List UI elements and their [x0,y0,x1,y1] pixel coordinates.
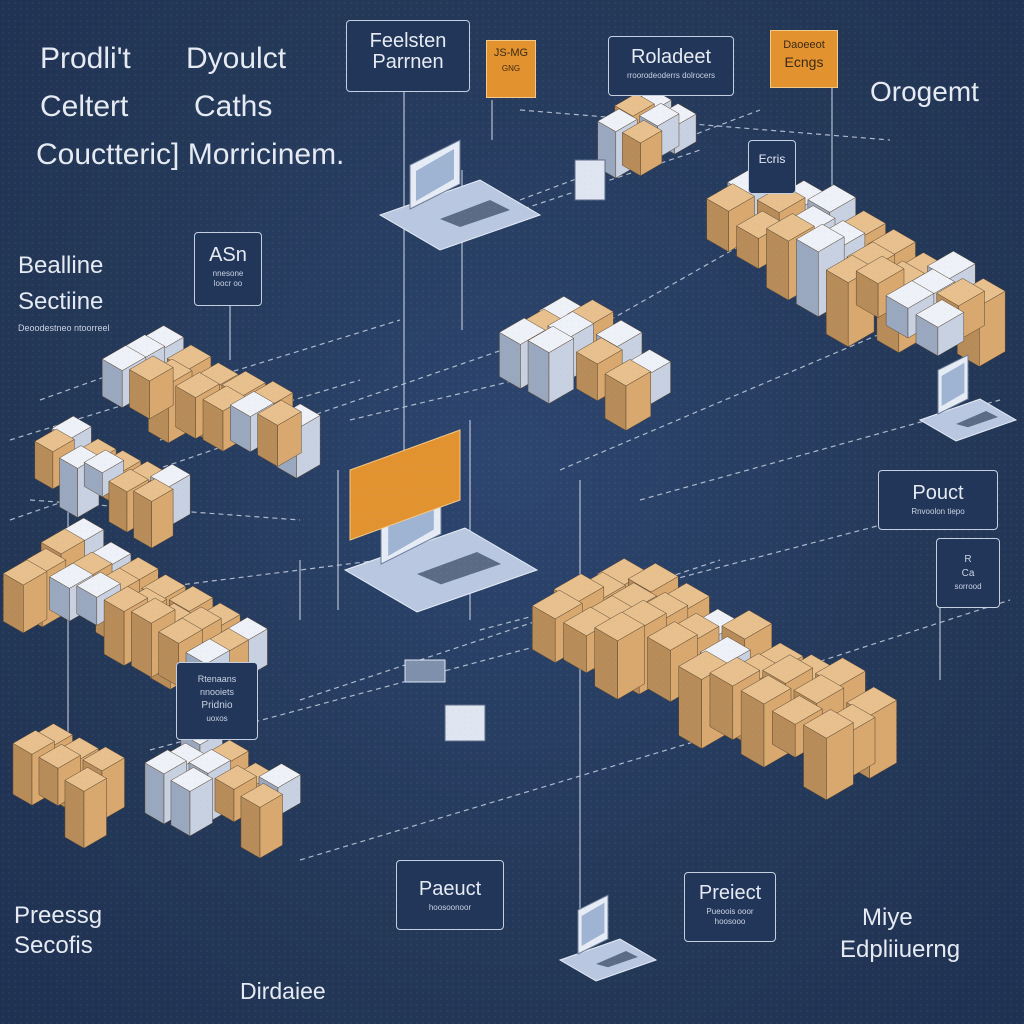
callout-pouct-title: Pouct [912,482,964,504]
callout-small-right-line1: R [964,554,972,565]
heading-bealline: Bealline [18,252,104,279]
callout-roladeet-title: Roladeet [630,46,712,68]
callout-orange-right-line1: Daoeeot [783,39,825,51]
heading-orogemt: Orogemt [870,76,979,107]
heading-secofis: Secofis [14,932,93,959]
callout-roladeet-sub: rroorodeoderrs dolrocers [626,71,716,80]
heading-dirdaiee: Dirdaiee [240,978,326,1004]
callout-paeuct: Paeuct hoosoonoor [396,860,504,930]
callout-orange-top: JS-MG GNG [486,40,536,98]
callout-preiect: Preiect Pueoois ooor hoosooo [684,872,776,942]
callout-ecris-label: Ecris [758,152,786,166]
callout-preiect-sub1: Pueoois ooor [706,907,754,916]
callout-asn: ASn nnesone loocr oo [194,232,262,306]
callout-asn-title: ASn [209,244,247,266]
heading-dyoulct: Dyoulct [186,42,287,75]
callout-left-list-line1: Rtenaans [197,674,237,684]
heading-sectiine: Sectiine [18,288,104,315]
callout-small-right: R Ca sorrood [936,538,1000,608]
caption-left-mid: Deoodestneo ntoorreel [18,323,110,333]
callout-left-list: Rtenaans nnooiets Pridnio uoxos [176,662,258,740]
callout-roladeet: Roladeet rroorodeoderrs dolrocers [608,36,734,96]
heading-edpliiuerng: Edpliiuerng [840,936,961,963]
callout-left-list-line4: uoxos [206,714,228,723]
heading-miye: Miye [862,904,913,931]
heading-product: Prodli't [40,42,131,75]
callout-left-list-line3: Pridnio [201,700,233,711]
callout-preiect-title: Preiect [698,882,762,904]
callout-asn-sub1: nnesone [212,269,244,278]
callout-feelsten: Feelsten Parrnen [346,20,470,92]
callout-orange-right-line2: Ecngs [784,54,824,71]
callout-small-right-line3: sorrood [954,582,982,591]
heading-preessg: Preessg [14,902,103,929]
callout-asn-sub2: loocr oo [213,279,243,288]
callout-orange-right: Daoeeot Ecngs [770,30,838,88]
heading-caths: Caths [194,90,273,123]
heading-celtert: Celtert [40,90,129,123]
callout-ecris: Ecris [748,140,796,194]
callout-orange-top-line2: GNG [501,64,521,74]
callout-preiect-sub2: hoosooo [714,917,746,926]
callout-pouct: Pouct Rnvoolon tiepo [878,470,998,530]
callout-left-list-line2: nnooiets [199,687,235,697]
heading-coucttericl: Couctteric] Morricinem. [36,138,345,171]
callout-pouct-sub: Rnvoolon tiepo [911,507,965,516]
callout-feelsten-line2: Parrnen [372,51,444,73]
callout-feelsten-line1: Feelsten [369,30,447,52]
callout-paeuct-title: Paeuct [418,878,482,900]
callout-orange-top-line1: JS-MG [493,47,529,59]
callout-small-right-line2: Ca [961,568,975,579]
callout-paeuct-sub: hoosoonoor [428,903,472,912]
